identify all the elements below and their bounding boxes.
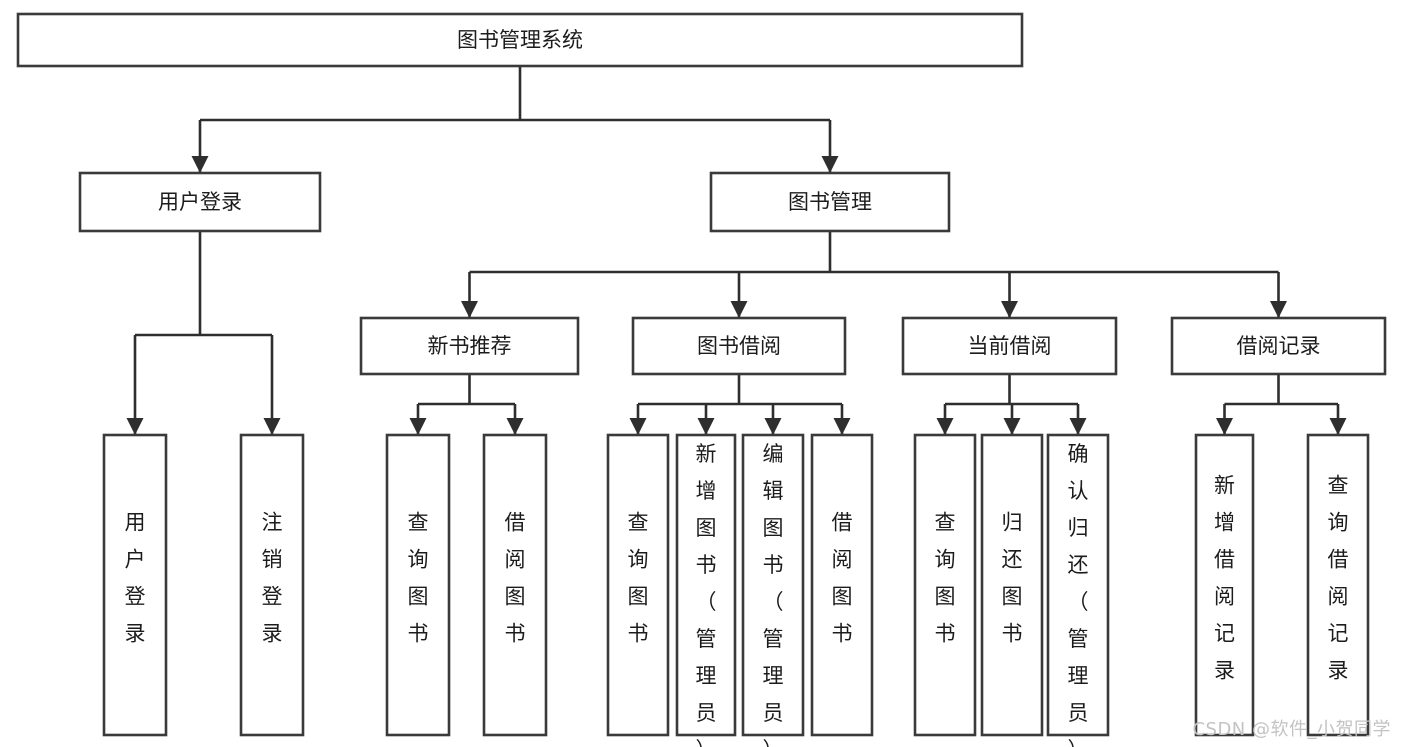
arrow-head-icon	[1270, 301, 1287, 318]
arrow-head-icon	[1003, 418, 1021, 435]
node-leaf-1[interactable]: 注销登录	[239, 433, 305, 737]
node-leaf-11-label: 新增借阅记录	[1214, 474, 1235, 683]
arrow-head-icon	[764, 418, 782, 435]
node-leaf-3-label: 借阅图书	[505, 511, 526, 646]
node-level2-0-label: 用户登录	[158, 190, 242, 214]
node-level3-2[interactable]: 当前借阅	[901, 316, 1118, 376]
node-leaf-1-label: 注销登录	[262, 511, 283, 646]
node-leaf-1-box[interactable]	[239, 433, 305, 737]
node-level2-0-box[interactable]	[78, 171, 322, 233]
node-level3-1[interactable]: 图书借阅	[631, 316, 847, 376]
arrow-head-icon	[821, 156, 839, 173]
arrow-head-icon	[1069, 418, 1087, 435]
node-leaf-7-label: 借阅图书	[832, 511, 853, 646]
node-level3-2-label: 当前借阅	[968, 334, 1052, 358]
node-leaf-9[interactable]: 归还图书	[980, 433, 1044, 737]
arrow-head-icon	[506, 418, 524, 435]
arrow-head-icon	[191, 156, 209, 173]
node-level3-3-box[interactable]	[1170, 316, 1387, 376]
node-leaf-3[interactable]: 借阅图书	[482, 433, 548, 737]
node-leaf-10-label: 确认归还（管理员）	[1068, 442, 1089, 747]
node-leaf-12[interactable]: 查询借阅记录	[1306, 433, 1370, 737]
node-root-system-box[interactable]	[16, 12, 1024, 68]
arrow-head-icon	[730, 301, 748, 318]
node-root-system[interactable]: 图书管理系统	[16, 12, 1024, 68]
node-leaf-4-box[interactable]	[606, 433, 670, 737]
node-leaf-5-label: 新增图书（管理员）	[696, 442, 717, 747]
node-leaf-8[interactable]: 查询图书	[913, 433, 977, 737]
node-leaf-4[interactable]: 查询图书	[606, 433, 670, 737]
node-leaf-0-box[interactable]	[102, 433, 168, 737]
arrow-head-icon	[409, 418, 427, 435]
node-level2-0[interactable]: 用户登录	[78, 171, 322, 233]
node-leaf-7[interactable]: 借阅图书	[810, 433, 874, 737]
node-leaf-0-label: 用户登录	[125, 511, 146, 646]
node-leaf-9-label: 归还图书	[1002, 511, 1023, 646]
node-layer: 图书管理系统用户登录图书管理新书推荐图书借阅当前借阅借阅记录用户登录注销登录查询…	[16, 12, 1387, 747]
node-leaf-6[interactable]: 编辑图书（管理员）	[741, 433, 805, 747]
node-leaf-11[interactable]: 新增借阅记录	[1194, 433, 1255, 737]
arrow-head-icon	[1001, 301, 1018, 318]
node-leaf-4-label: 查询图书	[628, 511, 649, 646]
node-level2-1-label: 图书管理	[788, 190, 872, 214]
arrow-head-icon	[697, 418, 715, 435]
node-level3-0-label: 新书推荐	[428, 334, 512, 358]
arrow-head-icon	[936, 418, 954, 435]
node-level3-1-box[interactable]	[631, 316, 847, 376]
node-leaf-12-box[interactable]	[1306, 433, 1370, 737]
node-level2-1-box[interactable]	[709, 171, 951, 233]
arrow-head-icon	[461, 301, 478, 318]
node-leaf-11-box[interactable]	[1194, 433, 1255, 737]
node-leaf-0[interactable]: 用户登录	[102, 433, 168, 737]
node-leaf-6-label: 编辑图书（管理员）	[763, 442, 784, 747]
arrow-head-icon	[1329, 418, 1347, 435]
node-leaf-6-box[interactable]	[741, 433, 805, 737]
node-leaf-2[interactable]: 查询图书	[385, 433, 451, 737]
node-level3-0-box[interactable]	[359, 316, 580, 376]
arrow-head-icon	[629, 418, 647, 435]
node-level3-1-label: 图书借阅	[697, 334, 781, 358]
node-leaf-10[interactable]: 确认归还（管理员）	[1046, 433, 1110, 747]
node-root-system-label: 图书管理系统	[457, 28, 583, 52]
arrow-head-icon	[263, 418, 281, 435]
node-leaf-5[interactable]: 新增图书（管理员）	[675, 433, 737, 747]
arrow-head-icon	[833, 418, 851, 435]
node-leaf-10-box[interactable]	[1046, 433, 1110, 737]
node-leaf-2-box[interactable]	[385, 433, 451, 737]
node-leaf-8-box[interactable]	[913, 433, 977, 737]
node-leaf-8-label: 查询图书	[935, 511, 956, 646]
arrow-head-icon	[126, 418, 144, 435]
node-level3-3[interactable]: 借阅记录	[1170, 316, 1387, 376]
node-level2-1[interactable]: 图书管理	[709, 171, 951, 233]
node-leaf-2-label: 查询图书	[408, 511, 429, 646]
node-leaf-12-label: 查询借阅记录	[1328, 474, 1349, 683]
node-level3-2-box[interactable]	[901, 316, 1118, 376]
node-level3-0[interactable]: 新书推荐	[359, 316, 580, 376]
node-leaf-7-box[interactable]	[810, 433, 874, 737]
node-leaf-5-box[interactable]	[675, 433, 737, 737]
node-leaf-3-box[interactable]	[482, 433, 548, 737]
connector-layer	[126, 66, 1347, 435]
node-level3-3-label: 借阅记录	[1237, 334, 1321, 358]
node-leaf-9-box[interactable]	[980, 433, 1044, 737]
arrow-head-icon	[1216, 418, 1233, 435]
